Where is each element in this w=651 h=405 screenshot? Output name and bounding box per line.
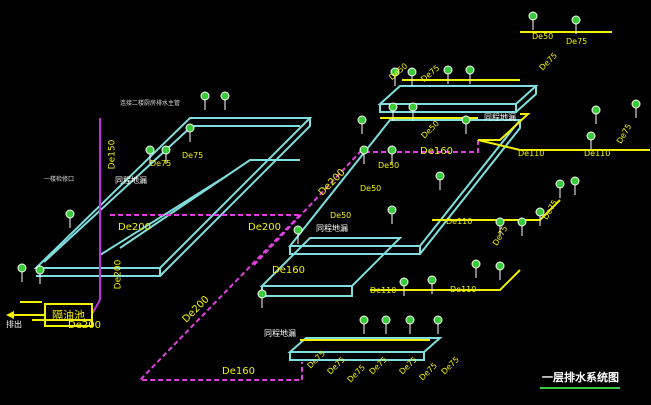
drain-icon [495, 217, 505, 227]
pipe-label: De110 [518, 149, 545, 158]
drain-icon [517, 217, 527, 227]
pipe-label: De50 [532, 32, 554, 41]
drain-icon [399, 277, 409, 287]
drain-icon [495, 261, 505, 271]
drain-icon [435, 171, 445, 181]
pipe-label: De110 [446, 217, 473, 226]
pipe-label: De160 [222, 366, 255, 377]
pit-label-bottom: 同程地漏 [264, 329, 296, 338]
pipe-label: De110 [450, 285, 477, 294]
pipe-label: De200 [113, 259, 124, 290]
drain-icon [357, 115, 367, 125]
pipe-label: De75 [566, 37, 588, 46]
pipe-label: De110 [370, 286, 397, 295]
drain-icon [433, 315, 443, 325]
diagram-title: 一层排水系统图 [542, 371, 619, 384]
drain-icon [465, 65, 475, 75]
drain-icon [257, 289, 267, 299]
clean-port-note: 一楼检修口 [44, 176, 75, 183]
drain-icon [471, 259, 481, 269]
pipe-label: De160 [272, 265, 305, 276]
drain-icon [220, 91, 230, 101]
pipe-label: De200 [118, 222, 151, 233]
floor-drain-icons [17, 11, 641, 334]
drain-icon [17, 263, 27, 273]
drain-icon [528, 11, 538, 21]
pipe-label: De75 [182, 151, 204, 160]
drain-icon [293, 225, 303, 235]
drain-icon [390, 67, 400, 77]
pipe-label: De150 [107, 139, 118, 170]
branch-pipes [20, 31, 650, 341]
drain-icon [387, 205, 397, 215]
drain-icon [443, 65, 453, 75]
floor-slabs [33, 85, 539, 361]
drain-icon [65, 209, 75, 219]
drain-icon [571, 15, 581, 25]
drain-icon [359, 145, 369, 155]
drain-icon [461, 115, 471, 125]
drain-icon [535, 207, 545, 217]
drain-icon [387, 145, 397, 155]
pipe-label: De110 [584, 149, 611, 158]
drain-icon [591, 105, 601, 115]
drain-icon [359, 315, 369, 325]
main-drain-pipe [110, 140, 479, 381]
drain-icon [381, 315, 391, 325]
pit-label-right-mid: 同程地漏 [316, 224, 348, 233]
drain-icon [407, 67, 417, 77]
pipe-label: De50 [330, 211, 352, 220]
drain-icon [388, 102, 398, 112]
pipe-label: De50 [378, 161, 400, 170]
drain-icon [408, 102, 418, 112]
title-underline [540, 387, 620, 389]
drain-icon [35, 265, 45, 275]
drain-icon [586, 131, 596, 141]
drain-icon [145, 145, 155, 155]
drain-icon [631, 99, 641, 109]
pipe-label: De160 [420, 146, 453, 157]
drain-icon [427, 275, 437, 285]
connect-kitchen-note: 连接二楼厨房排水主管 [120, 100, 181, 107]
drain-icon [161, 145, 171, 155]
pipe-label: De200 [68, 320, 101, 331]
drain-icon [405, 315, 415, 325]
drain-icon [555, 179, 565, 189]
drain-icon [570, 176, 580, 186]
pipe-label: De75 [150, 159, 172, 168]
discharge-label: 排出 [6, 320, 22, 329]
drain-icon [185, 123, 195, 133]
drain-icon [200, 91, 210, 101]
pipe-label: De200 [248, 222, 281, 233]
pit-label-left: 同程地漏 [115, 176, 147, 185]
grease-tank-label: 隔油池 [52, 309, 85, 322]
riser-pipe [91, 118, 101, 315]
pit-label-right-top: 同程地漏 [484, 113, 516, 122]
discharge-arrow [6, 311, 45, 319]
pipe-label: De50 [360, 184, 382, 193]
